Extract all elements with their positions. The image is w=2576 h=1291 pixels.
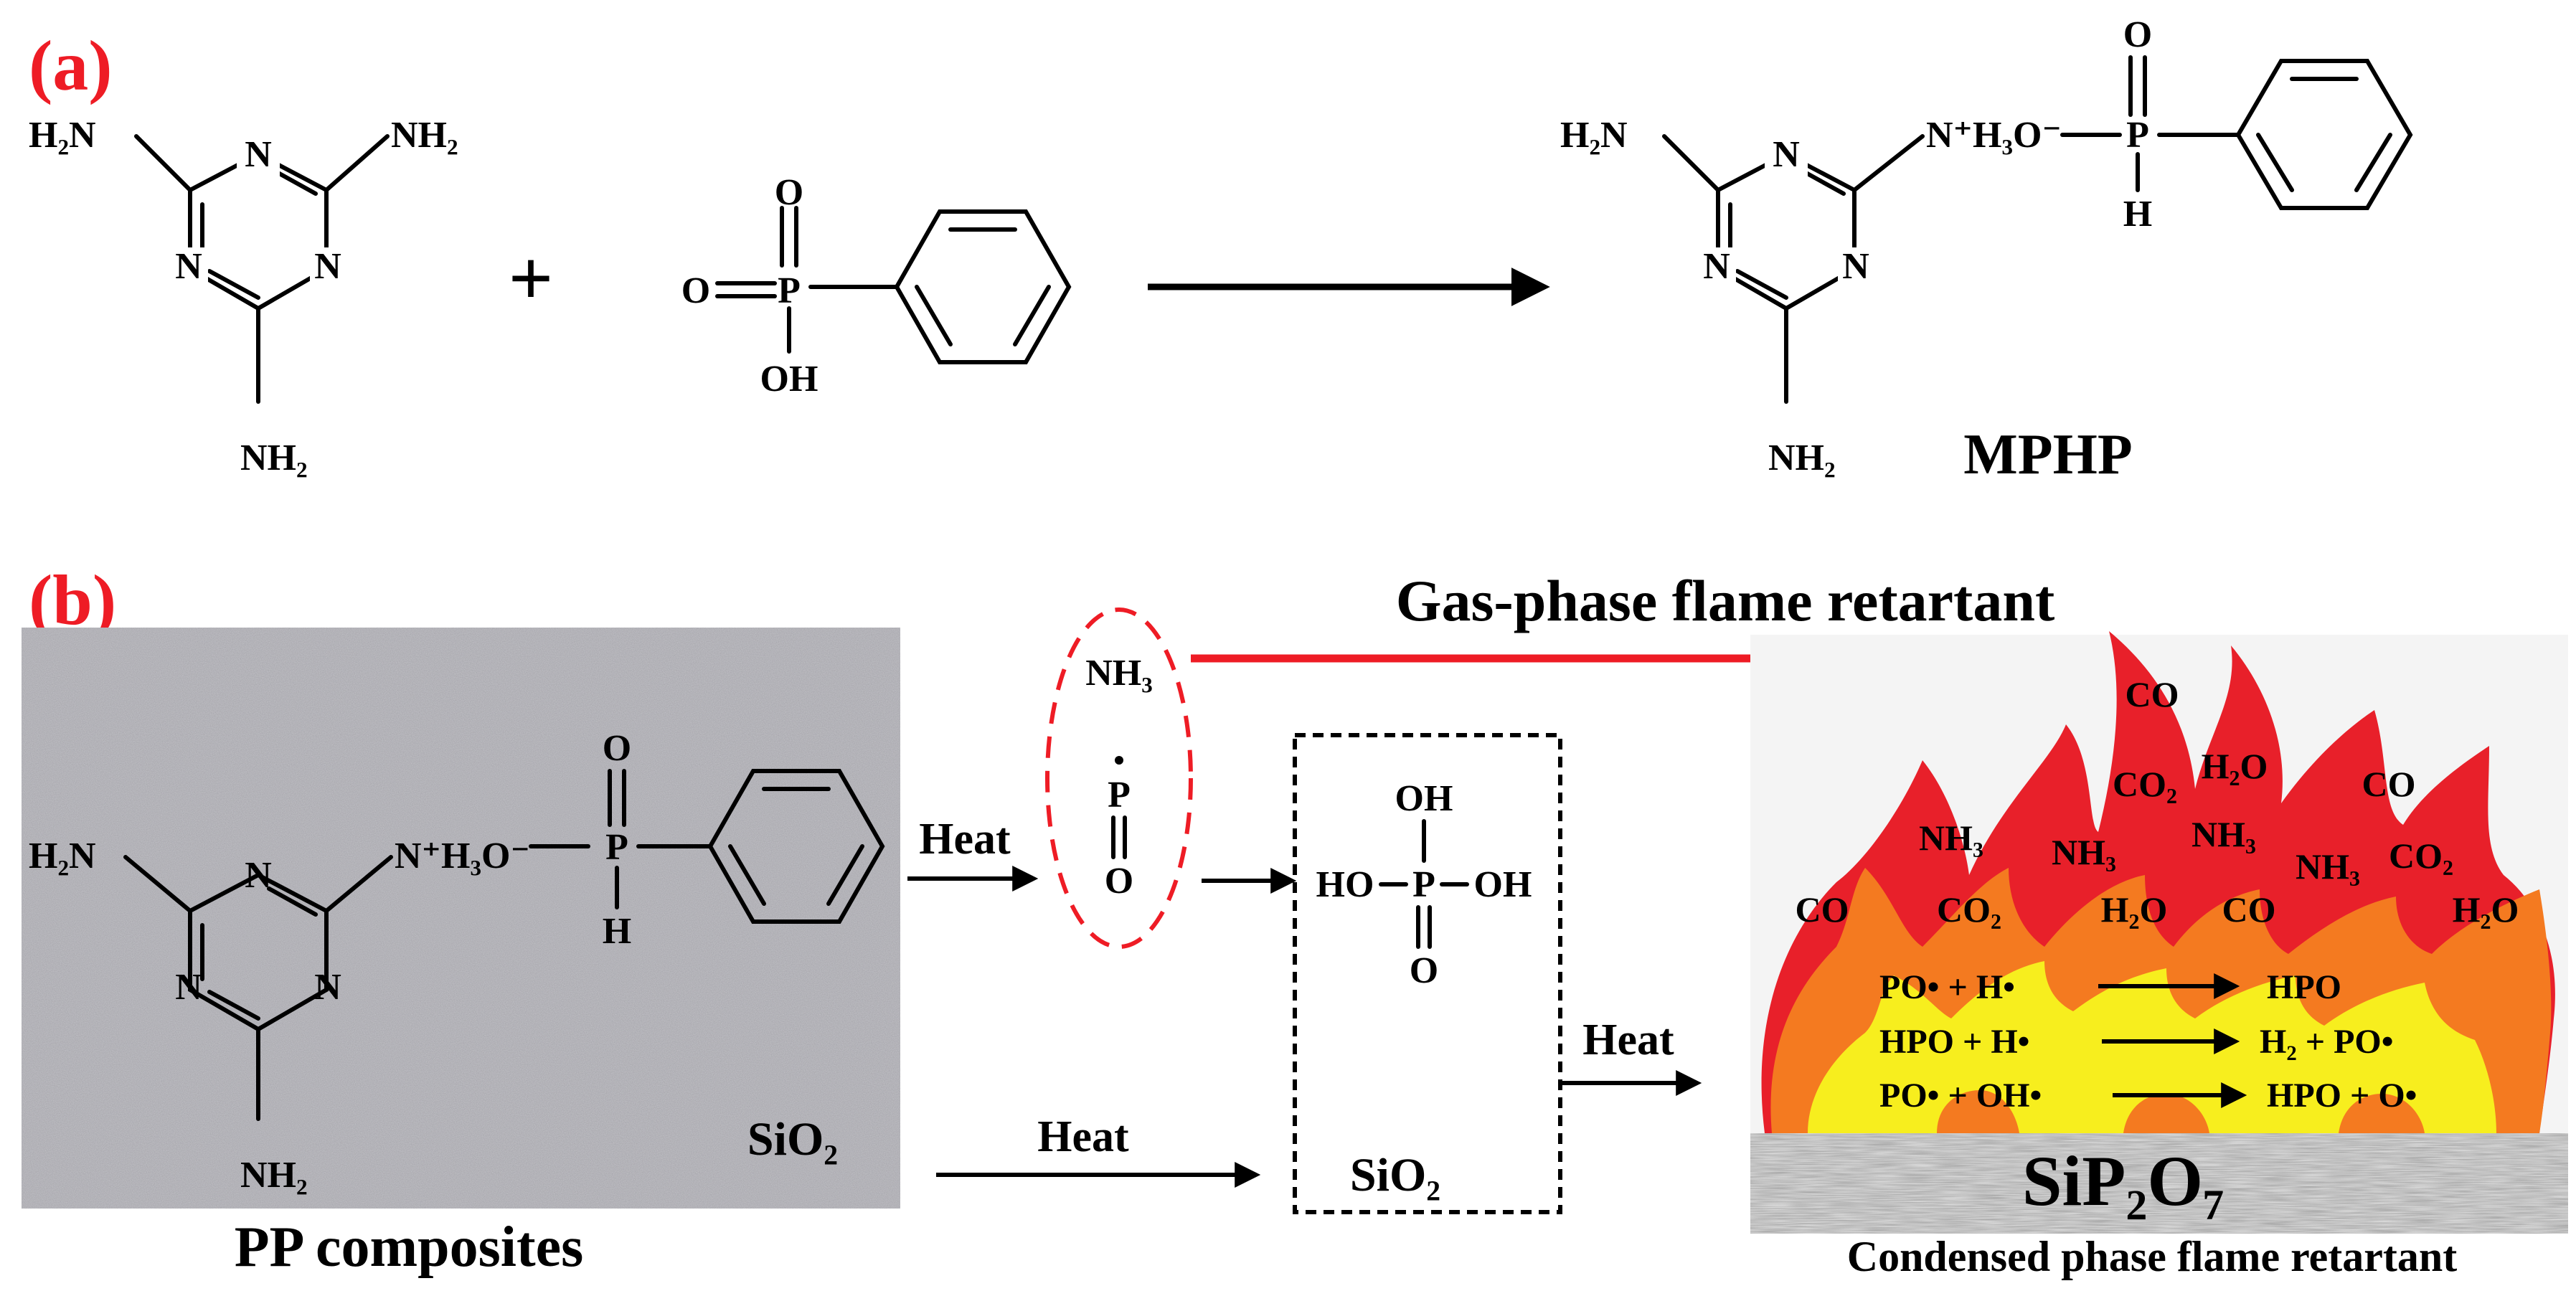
po-radical-p: P [1108, 775, 1131, 815]
pp-composites-caption: PP composites [235, 1216, 584, 1279]
melamine-nh2-left: H₂N [29, 115, 96, 156]
flame-illustration [1750, 631, 2568, 1234]
pa-ho: HO [1316, 864, 1374, 905]
species-nh3-4: NH₃ [2296, 846, 2360, 886]
species-co-1: CO [2126, 674, 2179, 714]
mphp-p: P [2126, 115, 2149, 156]
melamine-n1: N [245, 134, 272, 175]
pp-p: P [605, 827, 628, 868]
pa-oh-top: OH [1395, 778, 1453, 819]
panel-a-label: (a) [29, 26, 113, 105]
pp-nh3-o: N⁺H₃O⁻ [395, 836, 530, 876]
reaction-1-rhs: HPO [2267, 968, 2341, 1006]
pp-n3: N [314, 967, 341, 1008]
panel-b-label: (b) [29, 560, 116, 640]
pa-oh-right: OH [1474, 864, 1532, 905]
condensed-phase-caption: Condensed phase flame retartant [1847, 1233, 2458, 1280]
mphp-structure: N N N H₂N N⁺H₃O⁻ O P H NH₂ [1560, 14, 2413, 478]
melamine-nh2-right: NH₂ [391, 115, 458, 156]
reaction-3-lhs: PO• + OH• [1879, 1077, 2042, 1115]
mphp-n1: N [1773, 134, 1800, 175]
pa-p: P [1412, 864, 1435, 905]
species-nh3-2: NH₃ [2052, 832, 2116, 872]
species-co-4: CO [2222, 889, 2276, 930]
pp-o-top: O [603, 728, 631, 769]
pa-o: O [1410, 950, 1438, 991]
pp-composite-box [22, 628, 900, 1209]
species-nh3-3: NH₃ [2192, 814, 2256, 854]
species-co2-3: CO₂ [1937, 889, 2001, 930]
mphp-nh2-left: H₂N [1560, 115, 1628, 156]
reaction-2-rhs: H₂ + PO• [2260, 1023, 2394, 1061]
species-co2-2: CO₂ [2389, 836, 2453, 876]
gas-phase-label: Gas-phase flame retartant [1396, 568, 2055, 633]
mphp-nh2-bottom: NH₂ [1768, 438, 1836, 478]
plus-sign: + [509, 235, 554, 322]
mphp-n2: N [1703, 246, 1730, 287]
acid-o-left: O [681, 270, 710, 311]
mphp-o-top: O [2123, 14, 2152, 55]
species-h2o-3: H₂O [2453, 889, 2519, 930]
reaction-3-rhs: HPO + O• [2267, 1077, 2417, 1115]
acid-p: P [778, 270, 801, 311]
melamine-nh2-bottom: NH₂ [240, 438, 308, 478]
po-radical-o: O [1105, 861, 1133, 902]
species-h2o-1: H₂O [2202, 746, 2268, 786]
heat-label-1: Heat [919, 815, 1011, 864]
reaction-1-lhs: PO• + H• [1879, 968, 2015, 1006]
nh3-species: NH₃ [1085, 653, 1153, 694]
pp-n1: N [245, 855, 272, 896]
phosphoric-acid-box [1293, 733, 1562, 1214]
gas-species-ellipse [1045, 607, 1193, 949]
species-co2-1: CO₂ [2113, 764, 2177, 804]
pp-h: H [603, 911, 631, 952]
melamine-n2: N [175, 246, 202, 287]
species-co-3: CO [1796, 889, 1849, 930]
heat-label-2: Heat [1037, 1112, 1129, 1161]
melamine-n3: N [314, 246, 341, 287]
melamine-structure: N N N H₂N NH₂ NH₂ [29, 115, 458, 478]
species-h2o-2: H₂O [2101, 889, 2168, 930]
mphp-n3: N [1842, 246, 1869, 287]
pp-sio2-label: SiO₂ [747, 1113, 838, 1165]
acid-o-top: O [775, 172, 803, 213]
pp-n2: N [175, 967, 202, 1008]
heat-label-3: Heat [1582, 1016, 1674, 1064]
pp-nh2-bottom: NH₂ [240, 1155, 308, 1196]
reaction-2-lhs: HPO + H• [1879, 1023, 2029, 1061]
pp-nh2-left: H₂N [29, 836, 96, 876]
radical-dot [1115, 756, 1123, 765]
species-nh3-1: NH₃ [1919, 818, 1983, 858]
sip2o7-label: SiP₂O₇ [2022, 1141, 2224, 1221]
phosphoric-acid-structure: OH HO P OH O [1316, 778, 1532, 991]
acid-oh: OH [760, 359, 818, 399]
mphp-h: H [2123, 194, 2152, 235]
mphp-nh3-o: N⁺H₃O⁻ [1926, 115, 2062, 156]
species-co-2: CO [2362, 764, 2416, 804]
dashbox-sio2-label: SiO₂ [1350, 1149, 1440, 1201]
phenylphosphinic-acid-structure: O O P OH [681, 172, 1072, 399]
mphp-name: MPHP [1963, 423, 2132, 486]
pp-mphp-structure: N N N H₂N N⁺H₃O⁻ O P H NH₂ [29, 728, 885, 1196]
